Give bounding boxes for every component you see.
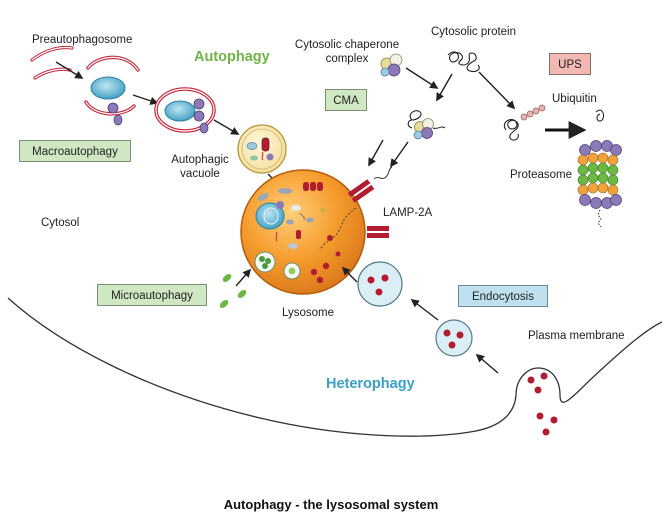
chaperone-label: Cytosolic chaperone complex [289, 38, 405, 66]
cytosol-label: Cytosol [41, 217, 80, 229]
proteasome [577, 109, 622, 228]
plasma-membrane-label: Plasma membrane [528, 330, 625, 342]
ubiquitinated-protein [503, 104, 546, 141]
arrow-microautophagy [235, 268, 252, 287]
autophagic-vacuole-line2: vacuole [180, 168, 220, 180]
arrow-protein-to-cma [436, 73, 453, 102]
chaperone-label-line1: Cytosolic chaperone [294, 39, 400, 51]
arrow-endosome-small-to-large [410, 298, 439, 321]
arrow-complex-to-lamp2a [390, 141, 409, 168]
macroautophagy-box: Macroautophagy [19, 140, 131, 162]
chaperone-complex [380, 53, 403, 77]
lysosome-label: Lysosome [282, 307, 334, 319]
plasma-membrane-invagination [515, 321, 662, 403]
endosome-small [435, 319, 473, 357]
microautophagy-cargo [219, 274, 247, 308]
preautophagosome-membranes [30, 45, 74, 80]
endocytic-cargo [527, 372, 558, 436]
mitochondrion [90, 76, 126, 100]
figure-caption: Autophagy - the lysosomal system [223, 497, 439, 512]
arrow-preauto-to-phagophore [55, 61, 84, 79]
cytosolic-protein [447, 51, 480, 73]
arrow-phagophore-to-autophagosome [132, 94, 159, 105]
ubiquitin-label: Ubiquitin [552, 93, 597, 105]
arrow-cma-to-lysosome [368, 139, 384, 167]
endosome-large [357, 261, 403, 307]
microautophagy-box: Microautophagy [97, 284, 207, 306]
autophagosome [154, 87, 216, 134]
chaperone-label-line2: complex [325, 53, 369, 65]
proteasome-cap-top [579, 140, 622, 156]
endocytosis-box: Endocytosis [458, 285, 548, 307]
proteasome-core [577, 152, 619, 196]
proteasome-label: Proteasome [510, 169, 573, 181]
autophagic-vacuole [237, 124, 287, 174]
cma-box: CMA [325, 89, 367, 111]
arrow-protein-to-ups [478, 71, 516, 110]
autophagic-vacuole-line1: Autophagic [171, 154, 229, 166]
arrow-membrane-to-endosome [475, 353, 499, 374]
substrate-chaperone-complex [407, 110, 446, 140]
lamp2a-receptors [347, 166, 393, 238]
cytosolic-protein-label: Cytosolic protein [431, 26, 517, 38]
cell-membrane [7, 297, 517, 437]
arrow-endosome-to-lysosome [341, 266, 358, 283]
heterophagy-heading: Heterophagy [326, 376, 415, 392]
arrow-chaperone-to-complex [405, 67, 439, 89]
autophagic-vacuole-label: Autophagic vacuole [160, 153, 240, 181]
phagophore [84, 55, 140, 126]
lysosome [240, 169, 366, 295]
proteasome-cap-bottom [579, 194, 622, 209]
ups-box: UPS [549, 53, 591, 75]
autophagy-heading: Autophagy [194, 49, 270, 65]
preautophagosome-label: Preautophagosome [32, 34, 133, 46]
arrow-autophagosome-to-vacuole [213, 119, 240, 135]
lamp2a-label: LAMP-2A [383, 207, 433, 219]
